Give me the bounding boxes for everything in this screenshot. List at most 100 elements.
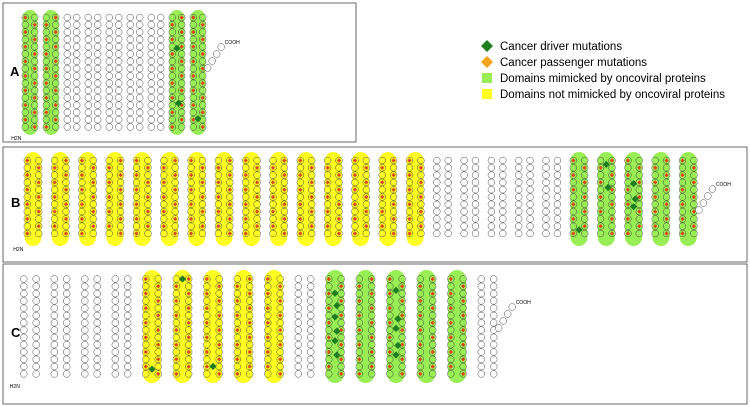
passenger-mutation	[278, 357, 283, 362]
residue	[444, 178, 452, 187]
passenger-mutation	[186, 349, 191, 355]
residue	[335, 200, 343, 208]
passenger-mutation	[625, 187, 631, 192]
residue	[21, 64, 29, 73]
residue	[624, 200, 632, 208]
residue	[63, 333, 71, 342]
residue	[20, 297, 28, 305]
driver-mutation	[148, 365, 156, 373]
passenger-mutation	[173, 202, 178, 207]
passenger-mutation	[609, 172, 615, 178]
passenger-mutation	[91, 209, 96, 214]
passenger-mutation	[63, 158, 69, 163]
residue	[526, 200, 534, 208]
residue	[487, 156, 496, 165]
passenger-mutation	[680, 172, 685, 178]
residue	[73, 86, 81, 95]
residue	[203, 348, 211, 356]
loop-2	[50, 275, 71, 378]
residue	[20, 304, 28, 312]
residue	[105, 200, 113, 208]
residue	[93, 326, 101, 334]
passenger-mutation	[364, 194, 369, 200]
passenger-mutation	[36, 194, 41, 200]
residue	[233, 370, 241, 378]
passenger-mutation	[170, 37, 175, 42]
passenger-mutation	[216, 224, 221, 229]
passenger-mutation	[309, 165, 314, 170]
residue	[89, 229, 97, 238]
residue	[84, 94, 92, 102]
residue	[459, 348, 467, 356]
residue	[20, 362, 28, 371]
residue	[63, 108, 71, 117]
loop-2	[50, 152, 70, 246]
residue	[94, 21, 102, 29]
residue	[386, 311, 394, 320]
residue	[417, 156, 425, 165]
residue	[526, 215, 534, 223]
residue	[635, 229, 643, 238]
residue	[264, 319, 272, 327]
passenger-mutation	[161, 165, 166, 170]
residue	[154, 326, 162, 334]
passenger-mutation	[254, 180, 260, 185]
residue	[20, 289, 28, 298]
residue	[215, 275, 223, 283]
residue	[154, 282, 162, 290]
residue	[581, 229, 589, 238]
residue	[160, 215, 168, 223]
residue	[124, 289, 132, 298]
residue	[581, 171, 589, 179]
residue	[214, 215, 223, 223]
driver-mutation	[394, 341, 402, 350]
residue	[172, 289, 180, 298]
residue	[187, 171, 195, 179]
residue	[526, 178, 534, 187]
passenger-mutation	[23, 88, 28, 93]
residue	[307, 289, 315, 298]
residue	[477, 289, 485, 298]
residue	[178, 108, 186, 117]
residue	[81, 311, 89, 320]
residue	[386, 326, 394, 334]
residue	[553, 164, 562, 172]
passenger-mutation	[339, 298, 344, 304]
residue	[35, 200, 43, 208]
passenger-mutation	[235, 371, 240, 377]
residue	[154, 275, 162, 283]
legend-item-mimicked: Domains mimicked by oncoviral proteins	[482, 73, 706, 85]
passenger-mutation	[265, 349, 270, 355]
residue	[269, 193, 277, 201]
residue	[325, 333, 333, 342]
residue	[62, 222, 70, 230]
residue	[325, 355, 333, 363]
residue	[185, 311, 193, 320]
passenger-mutation	[357, 327, 362, 333]
residue	[355, 370, 363, 378]
residue	[105, 193, 113, 201]
residue	[246, 326, 254, 334]
passenger-mutation	[235, 342, 240, 347]
residue	[378, 193, 386, 201]
residue	[233, 311, 241, 320]
residue	[276, 370, 284, 378]
residue	[362, 193, 370, 201]
residue	[116, 186, 125, 194]
residue	[308, 156, 316, 165]
residue	[471, 200, 480, 208]
residue	[50, 193, 59, 201]
residue	[515, 207, 523, 216]
residue	[294, 289, 302, 298]
residue	[386, 355, 394, 363]
residue	[81, 355, 89, 363]
loop-6	[160, 152, 179, 246]
passenger-mutation	[309, 180, 314, 185]
passenger-mutation	[174, 327, 179, 333]
passenger-mutation	[227, 216, 232, 222]
residue	[126, 35, 134, 44]
passenger-mutation	[691, 165, 697, 170]
residue	[337, 297, 345, 305]
passenger-mutation	[216, 165, 221, 170]
residue	[351, 193, 359, 201]
